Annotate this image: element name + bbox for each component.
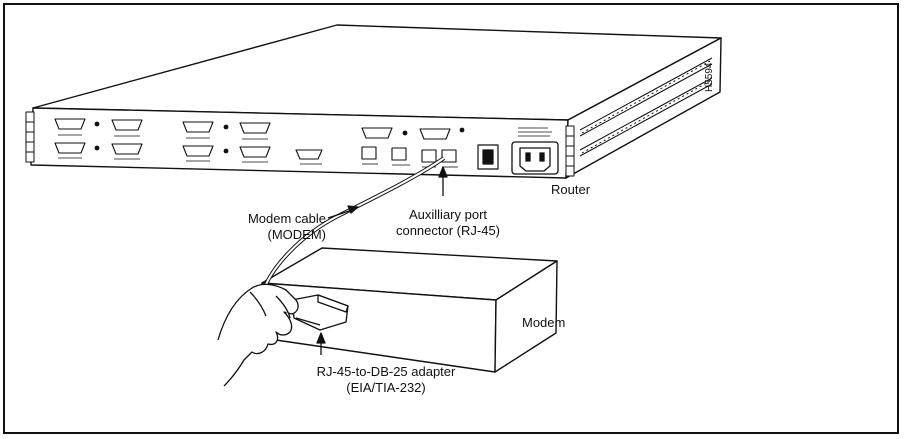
aux-port-label-line-2: connector (RJ-45): [395, 223, 501, 238]
left-rack-ear: [25, 111, 35, 163]
modem-label: Modem: [522, 315, 566, 330]
hand: [217, 283, 299, 387]
adapter: [291, 294, 349, 331]
arrows: [316, 166, 448, 355]
figure-id: H5594: [704, 62, 715, 92]
modem-cable-label-line-2: (MODEM): [267, 227, 327, 242]
adapter-label-line-2: (EIA/TIA-232): [346, 380, 426, 395]
adapter-label-line-1: RJ-45-to-DB-25 adapter: [316, 364, 456, 379]
router-label: Router: [551, 182, 591, 197]
power-switch: [477, 144, 499, 170]
modem-cable-label: Modem cable (MODEM): [198, 211, 326, 243]
serial-ports: [54, 118, 451, 160]
figure-frame: [3, 3, 899, 434]
aux-port-label: Auxilliary port connector (RJ-45): [392, 207, 504, 239]
aux-port-label-line-1: Auxilliary port: [408, 207, 488, 222]
rj45-ports: [361, 146, 457, 163]
right-rack-ear: [565, 125, 575, 177]
power-inlet: [511, 141, 559, 175]
adapter-label: RJ-45-to-DB-25 adapter (EIA/TIA-232): [300, 364, 472, 396]
modem-cable-label-line-1: Modem cable: [247, 211, 326, 226]
